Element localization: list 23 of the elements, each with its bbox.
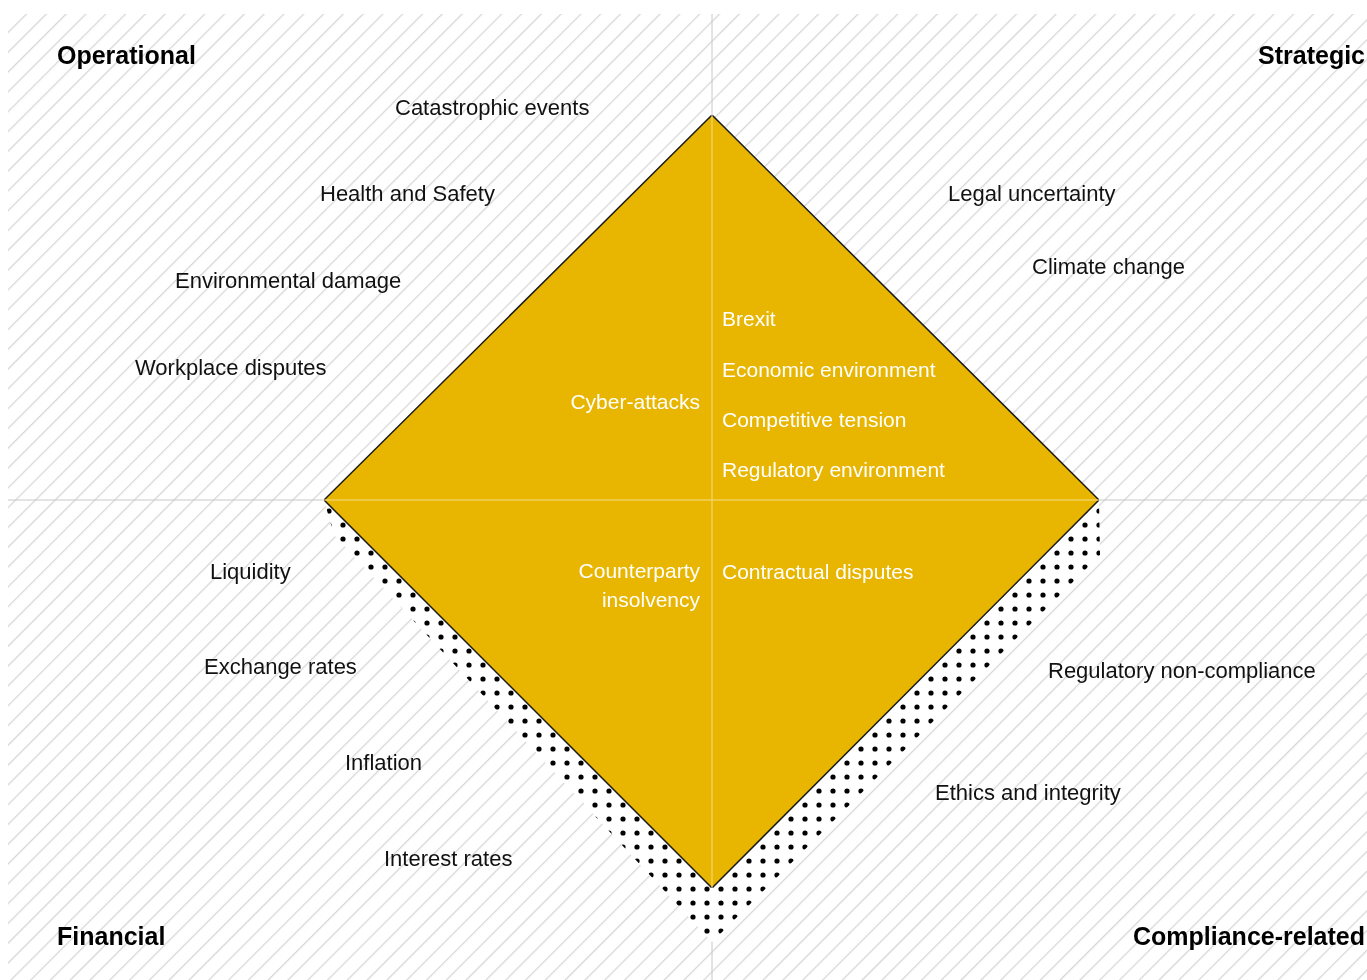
risk-label: Competitive tension [722, 407, 907, 433]
risk-label: Counterparty insolvency [577, 558, 700, 613]
quadrant-heading: Operational [57, 40, 196, 70]
risk-label: Exchange rates [204, 653, 357, 681]
risk-label: Liquidity [210, 558, 291, 586]
risk-label: Climate change [1032, 253, 1185, 281]
risk-label: Interest rates [384, 845, 513, 873]
quadrant-heading: Strategic [1258, 40, 1365, 70]
risk-label: Regulatory non-compliance [1048, 657, 1316, 685]
risk-label: Inflation [345, 749, 423, 777]
risk-label: Ethics and integrity [935, 779, 1121, 807]
risk-label: Economic environment [722, 357, 936, 383]
risk-label: Health and Safety [320, 180, 495, 208]
quadrant-heading: Compliance-related [1133, 921, 1365, 951]
risk-label: Regulatory environment [722, 457, 945, 483]
risk-label: Environmental damage [175, 267, 402, 295]
risk-label: Catastrophic events [395, 94, 590, 122]
risk-label: Workplace disputes [135, 354, 327, 382]
quadrant-heading: Financial [57, 921, 166, 951]
risk-label: Cyber-attacks [569, 389, 700, 415]
risk-label: Legal uncertainty [948, 180, 1116, 208]
risk-label: Brexit [722, 306, 776, 332]
risk-label: Contractual disputes [722, 559, 914, 585]
